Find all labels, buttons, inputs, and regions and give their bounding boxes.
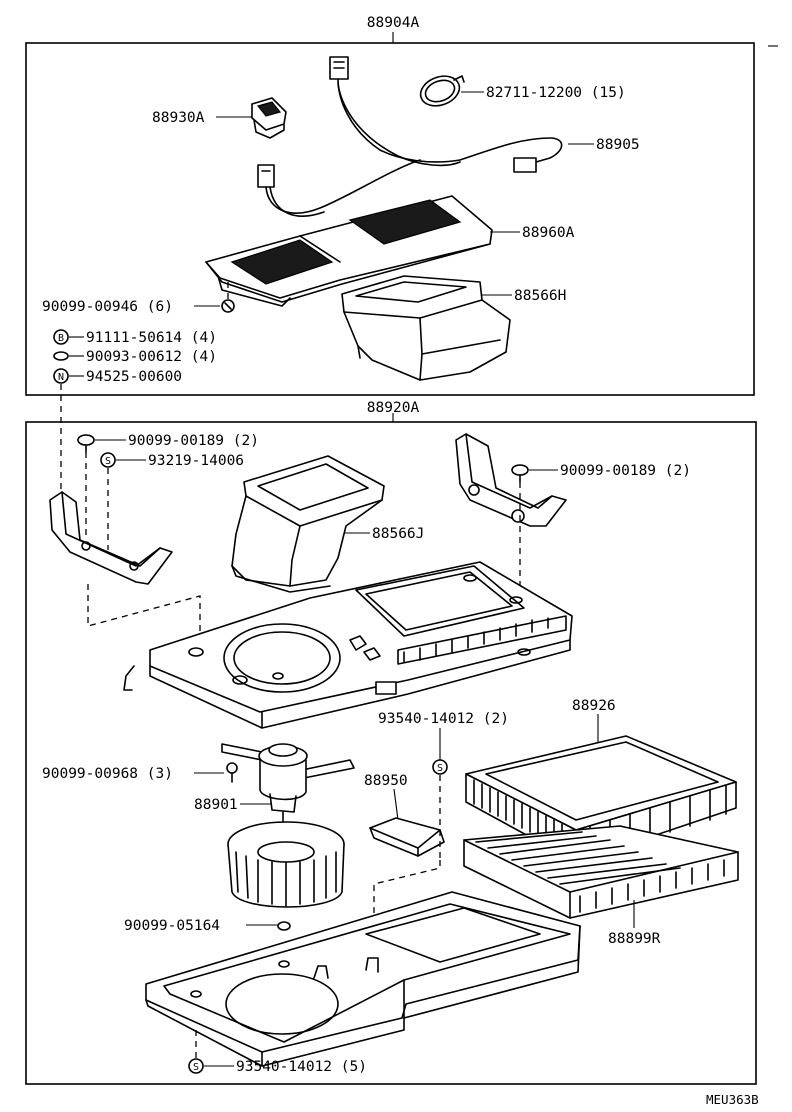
lower-housing-part <box>145 891 581 1067</box>
bottom-screw-symbol-letter: S <box>193 1062 199 1073</box>
motor-screw-label: 90099-00968 (3) <box>42 766 173 782</box>
left-screw-symbol-letter: S <box>105 456 111 467</box>
mid-screw-symbol: S <box>432 759 448 775</box>
blower-motor-part <box>221 743 355 825</box>
resistor-label: 88950 <box>364 773 408 789</box>
motor-label: 88901 <box>194 797 238 813</box>
fan-wheel-part <box>227 821 345 908</box>
bolt-label: 91111-50614 (4) <box>86 330 217 346</box>
upper-housing-part <box>123 561 573 729</box>
drawing-code: MEU363B <box>706 1092 759 1107</box>
switch-part <box>251 97 287 139</box>
filter-b-part <box>463 825 739 919</box>
bottom-screw-label: 93540-14012 (5) <box>236 1059 367 1075</box>
right-bracket-part <box>455 433 567 527</box>
fan-clip-part <box>277 921 291 931</box>
motor-screw-part <box>226 762 238 783</box>
mid-screw-symbol-letter: S <box>437 763 443 774</box>
left-screw-label: 93219-14006 <box>148 453 244 469</box>
panel-part <box>205 195 493 307</box>
upper-screw-part <box>221 282 235 313</box>
left-clip-symbol <box>77 434 95 446</box>
left-bracket-dashed-path <box>87 584 201 650</box>
harness-label: 88905 <box>596 137 640 153</box>
upper-duct-part <box>341 275 511 381</box>
fan-clip-label: 90099-05164 <box>124 918 220 934</box>
bottom-screw-symbol: S <box>188 1058 204 1074</box>
switch-label: 88930A <box>152 110 205 126</box>
bolt-symbol: B <box>53 329 69 345</box>
upper-duct-label: 88566H <box>514 288 566 304</box>
wire-harness-part <box>257 56 563 217</box>
lower-duct-part <box>231 455 385 593</box>
resistor-part <box>369 817 445 857</box>
washer-label: 90093-00612 (4) <box>86 349 217 365</box>
clamp-part <box>419 75 465 107</box>
left-clip-label: 90099-00189 (2) <box>128 433 259 449</box>
nut-symbol: N <box>53 368 69 384</box>
lower-assembly-frame <box>25 421 757 1085</box>
nut-symbol-letter: N <box>58 372 64 383</box>
filter-a-label: 88926 <box>572 698 616 714</box>
washer-symbol <box>53 351 69 361</box>
nut-label: 94525-00600 <box>86 369 182 385</box>
right-clip-label: 90099-00189 (2) <box>560 463 691 479</box>
right-clip-symbol <box>511 464 529 476</box>
filter-b-label: 88899R <box>608 931 661 947</box>
left-bracket-part <box>49 491 173 585</box>
bolt-symbol-letter: B <box>58 333 64 344</box>
upper-screw-label: 90099-00946 (6) <box>42 299 173 315</box>
panel-label: 88960A <box>522 225 575 241</box>
mid-screw-label: 93540-14012 (2) <box>378 711 509 727</box>
lower-assembly-label: 88920A <box>367 400 420 416</box>
upper-assembly-label: 88904A <box>367 15 420 31</box>
resistor-leader <box>393 788 399 821</box>
left-screw-symbol: S <box>100 452 116 468</box>
clamp-label: 82711-12200 (15) <box>486 85 626 101</box>
lower-duct-label: 88566J <box>372 526 424 542</box>
upper-assembly-frame <box>25 42 755 396</box>
